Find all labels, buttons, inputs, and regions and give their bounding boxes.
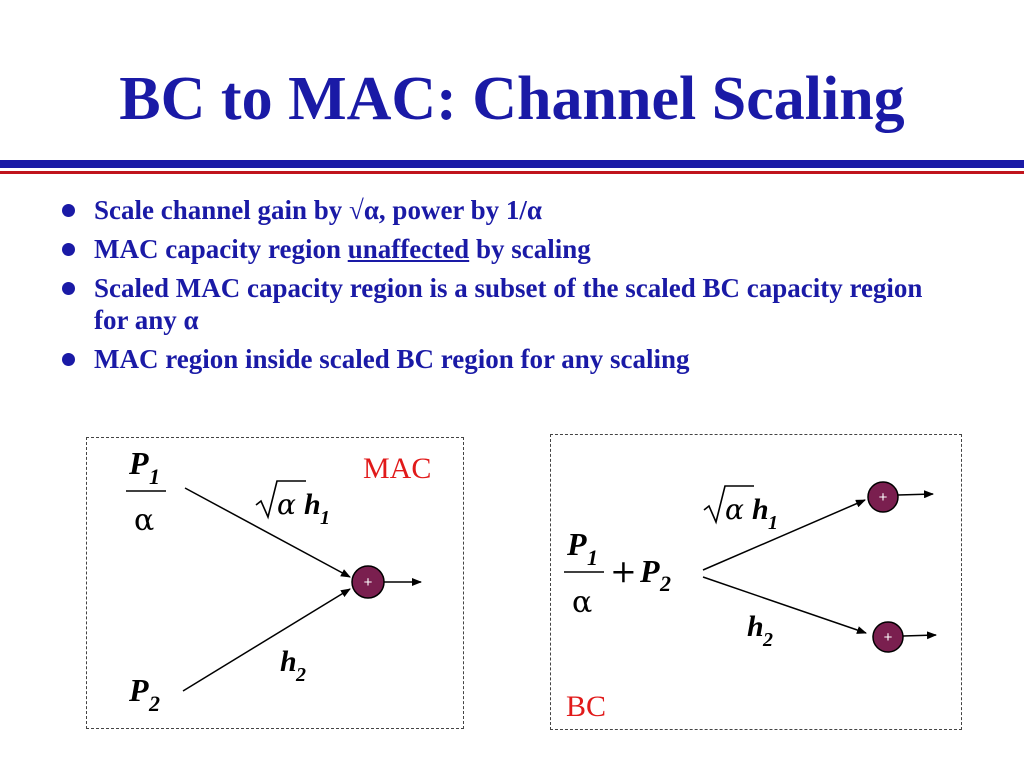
bullet-item-3: Scaled MAC capacity region is a subset o…: [62, 272, 962, 336]
title-rule-red: [0, 171, 1024, 174]
bc-p1-subscript: 1: [587, 545, 598, 570]
bc-p2-subscript: 2: [659, 571, 671, 596]
bc-output-top-arrow: [897, 490, 934, 499]
mac-label: MAC: [363, 452, 431, 485]
mac-link-2: [182, 588, 351, 692]
mac-gain2-subscript: 2: [295, 664, 306, 686]
bc-adder-bottom-icon: [872, 621, 904, 653]
bc-alpha-denominator: α: [572, 585, 592, 620]
mac-gain1-alpha: α: [277, 488, 296, 521]
bc-gain2-subscript: 2: [762, 629, 773, 651]
bullet-item-1: Scale channel gain by √α, power by 1/α: [62, 194, 962, 226]
bc-diagram-panel: [550, 434, 962, 730]
bc-gain1-subscript: 1: [768, 512, 778, 534]
bc-adder-top-icon: [867, 481, 899, 513]
bullet-dot-icon: [62, 282, 75, 295]
title-rule-blue: [0, 160, 1024, 168]
mac-sqrt-icon: [255, 480, 306, 520]
bullet-dot-icon: [62, 204, 75, 217]
bullet-text: MAC region inside scaled BC region for a…: [94, 344, 690, 374]
bullet-list: Scale channel gain by √α, power by 1/α M…: [62, 194, 962, 382]
mac-p1-subscript: 1: [149, 464, 160, 489]
mac-gain1-subscript: 1: [320, 507, 330, 529]
bc-link-2: [702, 576, 867, 634]
mac-diagram-panel: [86, 437, 464, 729]
bc-plus-operator: +: [610, 552, 637, 590]
bullet-dot-icon: [62, 243, 75, 256]
bullet-underlined-text: unaffected: [347, 234, 470, 264]
mac-p2-subscript: 2: [148, 691, 160, 716]
bullet-text: Scaled MAC capacity region is a subset o…: [94, 273, 923, 335]
bc-adder-top-plus: +: [879, 489, 888, 506]
bc-p1-symbol: P: [566, 526, 587, 562]
bc-link-1: [702, 499, 866, 571]
mac-alpha-denominator: α: [134, 503, 154, 538]
bullet-item-4: MAC region inside scaled BC region for a…: [62, 343, 962, 375]
bc-sqrt-icon: [703, 485, 754, 525]
bullet-item-2: MAC capacity region unaffected by scalin…: [62, 233, 962, 265]
mac-p1-symbol: P: [128, 445, 149, 481]
slide-title: BC to MAC: Channel Scaling: [119, 65, 905, 133]
bc-output-bottom-arrow: [902, 631, 937, 640]
mac-gain1-h: h: [304, 488, 321, 521]
bc-gain1-alpha: α: [725, 493, 744, 526]
bullet-text: MAC capacity region: [94, 234, 348, 264]
bullet-dot-icon: [62, 353, 75, 366]
bullet-text: Scale channel gain by √α, power by 1/α: [94, 195, 543, 225]
mac-link-1: [184, 487, 351, 578]
mac-adder-plus: +: [364, 574, 373, 591]
bc-gain1-h: h: [752, 493, 769, 526]
mac-p2-symbol: P: [128, 672, 149, 708]
bc-label: BC: [566, 690, 606, 723]
bc-gain2-h: h: [747, 610, 764, 643]
mac-gain2-h: h: [280, 645, 297, 678]
bc-p2-symbol: P: [639, 553, 660, 589]
bullet-text-tail: by scaling: [469, 234, 591, 264]
bc-adder-bottom-plus: +: [884, 629, 893, 646]
